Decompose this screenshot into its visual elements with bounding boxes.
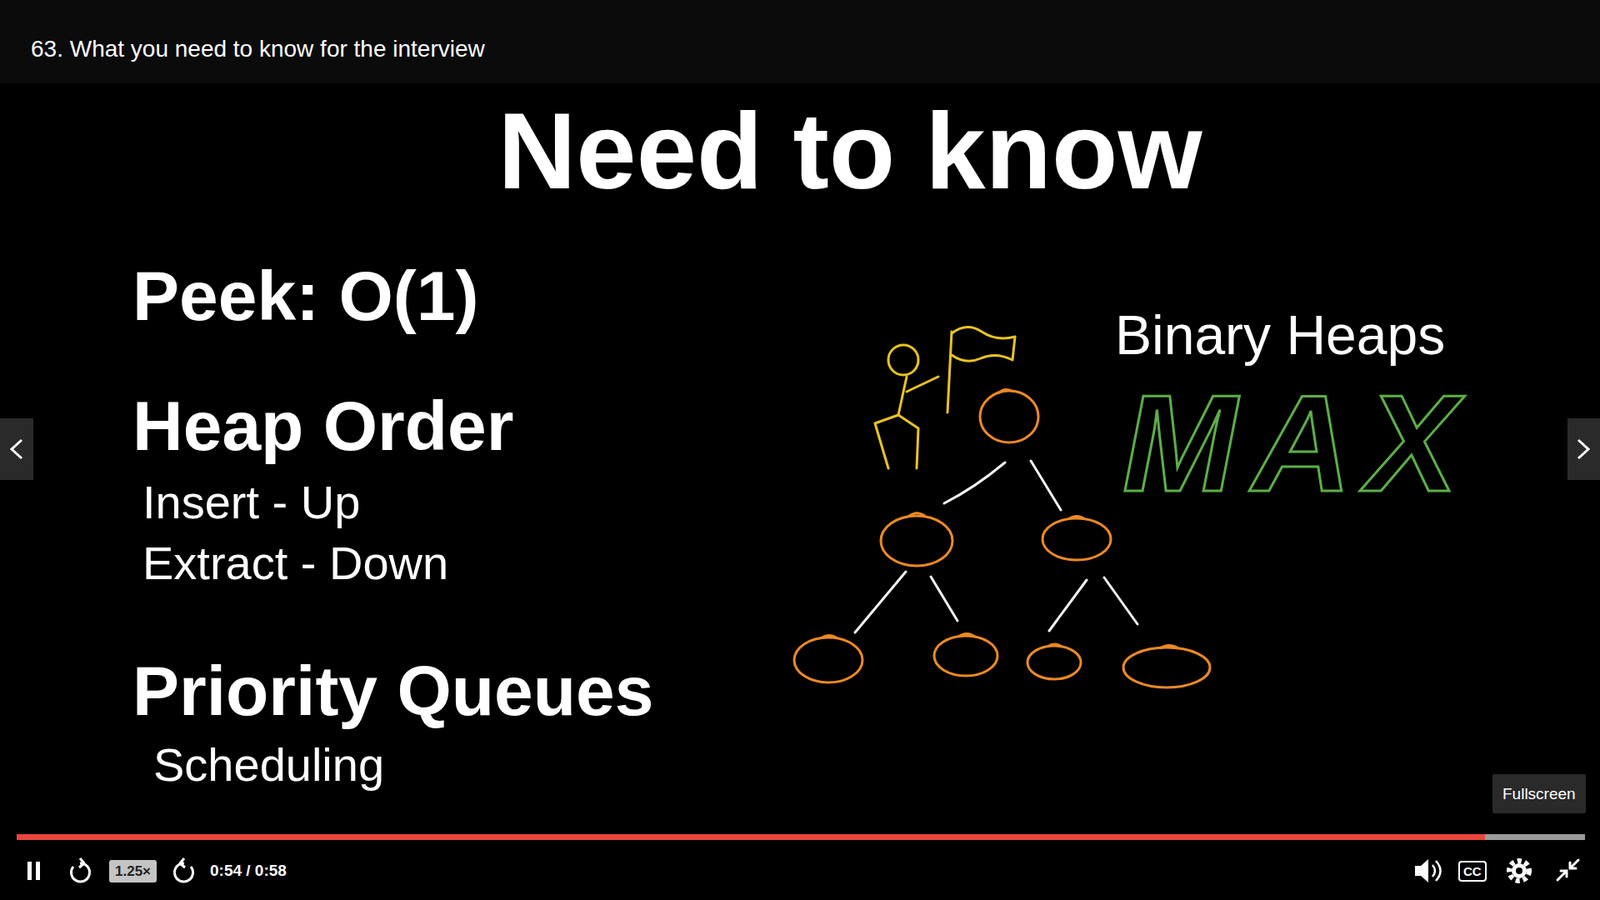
node-text: Fullscreen [1502, 785, 1576, 802]
bullet-item: Scheduling [153, 741, 385, 789]
slide-heading: Need to know [497, 96, 1202, 205]
exit-fullscreen-icon [1557, 860, 1579, 880]
bullet-item: Insert - Up [142, 479, 360, 526]
pause-icon [27, 861, 40, 880]
prev-chevron [11, 440, 22, 459]
bullet-heading: Peek: O(1) [132, 260, 480, 331]
next-chevron [1578, 440, 1589, 459]
fullscreen-tooltip: Fullscreen [1492, 774, 1586, 814]
header-bar [0, 0, 1600, 84]
settings-icon [1509, 860, 1530, 881]
volume-icon [1415, 859, 1441, 883]
time-display: 0:54 / 0:58 [210, 862, 287, 879]
forward-icon [175, 858, 194, 882]
next-button [1567, 418, 1600, 480]
speed-badge: 1.25× [109, 860, 157, 883]
video-title: 63. What you need to know for the interv… [30, 37, 485, 61]
rewind-icon [70, 858, 90, 882]
node-text: CC [1463, 865, 1482, 878]
max-lettering: MAX [1122, 375, 1474, 513]
heap-title: Binary Heaps [1115, 307, 1445, 363]
node-text: 1.25× [115, 864, 151, 879]
prev-button [0, 418, 34, 480]
bullet-heading: Heap Order [132, 390, 515, 461]
captions-button: CC [1458, 860, 1487, 882]
progress-fill [16, 834, 1485, 840]
progress-track [16, 834, 1585, 840]
tree-lines [855, 460, 1138, 633]
stick-figure [875, 326, 1015, 469]
bullet-heading: Priority Queues [132, 655, 655, 726]
bullet-item: Extract - Down [142, 540, 449, 587]
